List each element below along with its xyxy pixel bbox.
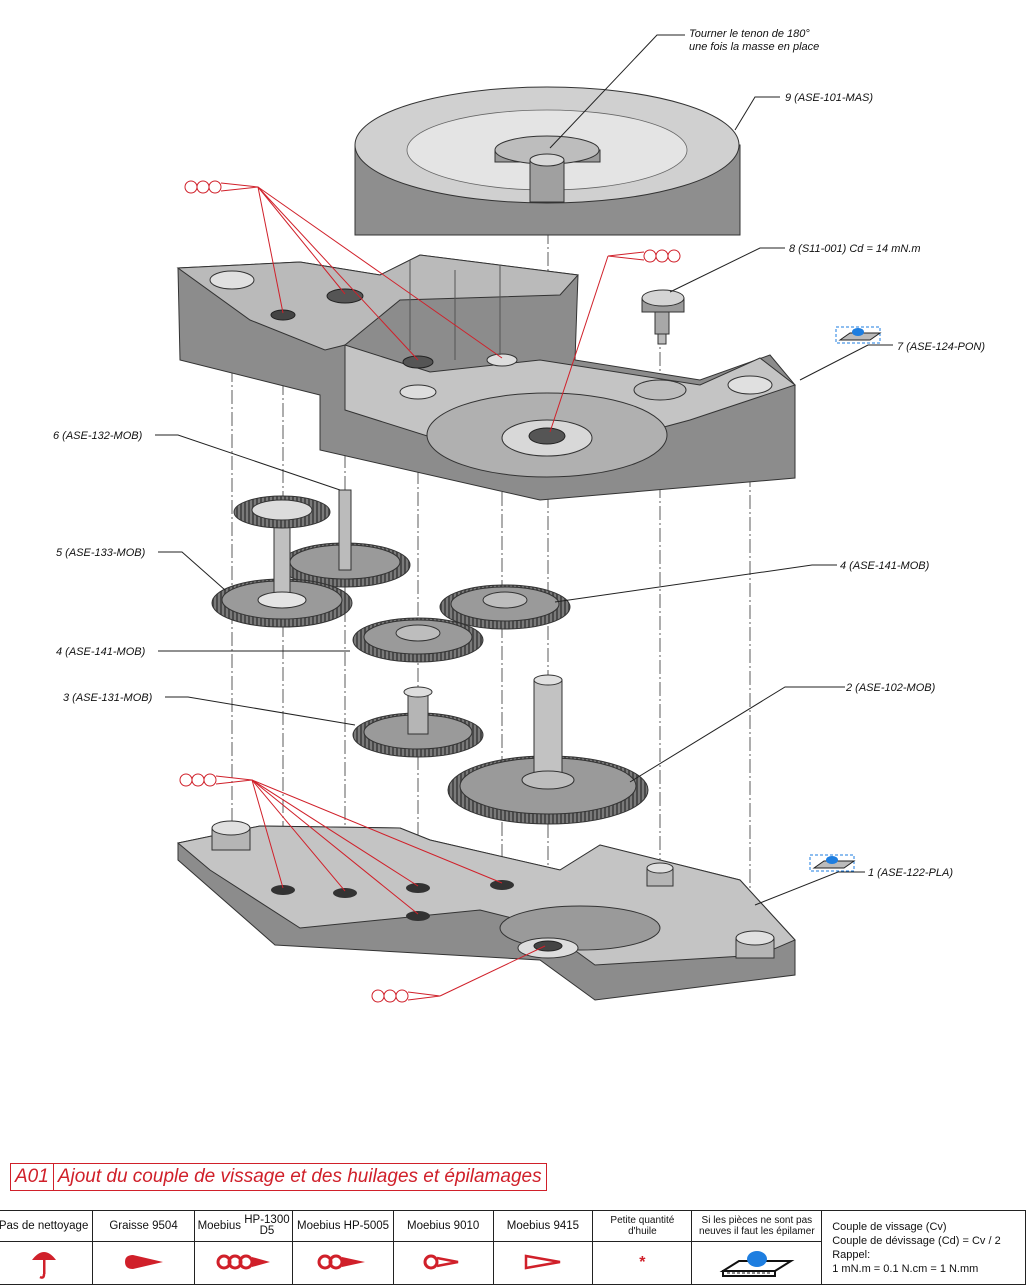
legend-moebius-hp1300: Moebius HP-1300 D5 [193,1210,294,1242]
callout-part-5: 5 (ASE-133-MOB) [56,547,146,559]
legend-torque-line-2: Couple de dévissage (Cd) = Cv / 2 [832,1234,1001,1247]
callout-part-7: 7 (ASE-124-PON) [897,341,985,353]
legend-epilame-line-1: Si les pièces ne sont pas [701,1215,813,1226]
legend-no-cleaning-symbol [0,1241,94,1285]
callout-part-1: 1 (ASE-122-PLA) [868,867,953,879]
exploded-view-drawing: 9 (ASE-101-MAS) 8 (S11-001) Cd = 14 mN.m… [53,34,985,1003]
assembly-note-line-2: une fois la masse en place [689,41,820,53]
legend-petite-line-1: Petite quantité [610,1215,675,1226]
callout-part-3: 3 (ASE-131-MOB) [63,692,153,704]
legend-petite-line-2: d'huile [628,1226,657,1237]
legend-torque-line-4: 1 mN.m = 0.1 N.cm = 1 N.mm [832,1262,979,1275]
legend-petite-quantite: Petite quantité d'huile [592,1210,693,1242]
legend-moebius-hp1300-brand: Moebius [197,1220,242,1233]
legend-moebius-9010: Moebius 9010 [392,1210,494,1242]
legend-graisse-symbol [92,1241,195,1285]
part-3-wheel [352,686,484,758]
part-4-wheel-right [439,584,571,630]
callout-part-4-left: 4 (ASE-141-MOB) [56,646,146,658]
part-5-wheel [211,495,353,628]
assembly-note-line-1: Tourner le tenon de 180° [689,28,810,40]
revision-block: A01 Ajout du couple de vissage et des hu… [10,1163,547,1191]
legend-torque-line-3: Rappel: [832,1248,871,1261]
legend-9010-symbol [392,1241,494,1285]
triangle-oil-icon [524,1254,561,1269]
legend-torque-line-1: Couple de vissage (Cv) [832,1220,947,1233]
part-2-center-wheel [447,674,649,825]
lubrication-legend-table: Pas de nettoyage Graisse 9504 Moebius HP… [0,1210,1026,1285]
legend-epilame: Si les pièces ne sont pas neuves il faut… [691,1210,823,1242]
part-1-main-plate [176,820,796,1001]
part-4-wheel-left [352,617,484,663]
legend-hp5005-symbol [292,1241,394,1285]
legend-graisse: Graisse 9504 [92,1210,195,1242]
revision-code: A01 [11,1164,54,1190]
lubrication-markers [179,180,681,1003]
revision-text: Ajout du couple de vissage et des huilag… [57,1166,542,1187]
legend-epilame-line-2: neuves il faut les épilamer [699,1226,815,1237]
callout-part-4-right: 4 (ASE-141-MOB) [840,560,930,572]
grease-drop-icon [124,1254,163,1269]
legend-9415-symbol [492,1241,594,1285]
oil-dot-icon-bottom-left [179,773,253,787]
part-9-oscillating-mass [354,86,741,236]
legend-moebius-hp1300-d5: D5 [259,1225,275,1237]
legend-header-row: Pas de nettoyage Graisse 9504 Moebius HP… [0,1210,1026,1285]
epilame-icon-part-1 [809,854,856,872]
epilame-icon [719,1250,795,1277]
triple-dot-oil-icon [216,1254,270,1269]
legend-moebius-9415: Moebius 9415 [492,1210,594,1242]
legend-petite-symbol: * [592,1241,693,1285]
leader-lines [155,34,893,906]
callout-part-8: 8 (S11-001) Cd = 14 mN.m [789,243,921,255]
oil-dot-icon-top-left [184,180,259,194]
axis-lines [231,120,751,945]
callout-part-6: 6 (ASE-132-MOB) [53,430,143,442]
callout-part-9: 9 (ASE-101-MAS) [785,92,873,104]
legend-hp1300-symbol [193,1241,294,1285]
legend-epilame-symbol [691,1241,823,1285]
legend-moebius-hp1300-ref: HP-1300 [244,1214,290,1226]
part-8-screw [641,289,685,345]
part-7-bridge [176,254,797,501]
umbrella-icon [31,1251,56,1279]
oil-dot-icon-bottom [371,989,441,1003]
asterisk-icon: * [639,1254,646,1271]
epilame-icon-part-7 [835,326,882,344]
legend-torque-info: Couple de vissage (Cv) Couple de dévissa… [821,1210,1026,1285]
oil-dot-icon-top-right [607,249,681,263]
assembly-note: Tourner le tenon de 180° une fois la mas… [689,28,819,54]
double-dot-oil-icon [317,1254,366,1269]
legend-no-cleaning: Pas de nettoyage [0,1210,94,1242]
legend-moebius-hp5005: Moebius HP-5005 [292,1210,394,1242]
part-6-wheel [279,489,411,588]
callout-part-2: 2 (ASE-102-MOB) [845,682,936,694]
single-dot-oil-icon [423,1254,459,1269]
